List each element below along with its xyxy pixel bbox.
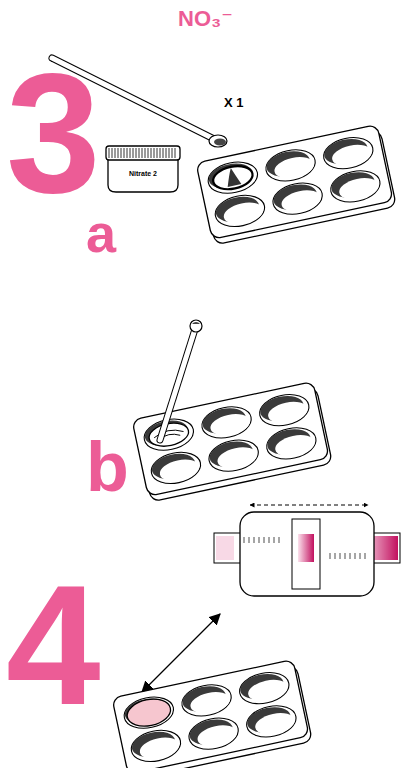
jar-label: Nitrate 2: [129, 170, 157, 177]
reagent-jar: [106, 146, 180, 192]
substep-letter: a: [86, 206, 116, 260]
color-comparator: [214, 505, 400, 596]
well-plate: [112, 659, 312, 768]
well-plate: [196, 124, 396, 245]
count-label: X 1: [224, 96, 244, 109]
spatula: [160, 320, 202, 440]
substep-letter: b: [86, 432, 129, 502]
title: NO₃⁻: [178, 8, 233, 30]
step-number: 4: [6, 560, 97, 730]
step-number: 3: [6, 48, 97, 218]
